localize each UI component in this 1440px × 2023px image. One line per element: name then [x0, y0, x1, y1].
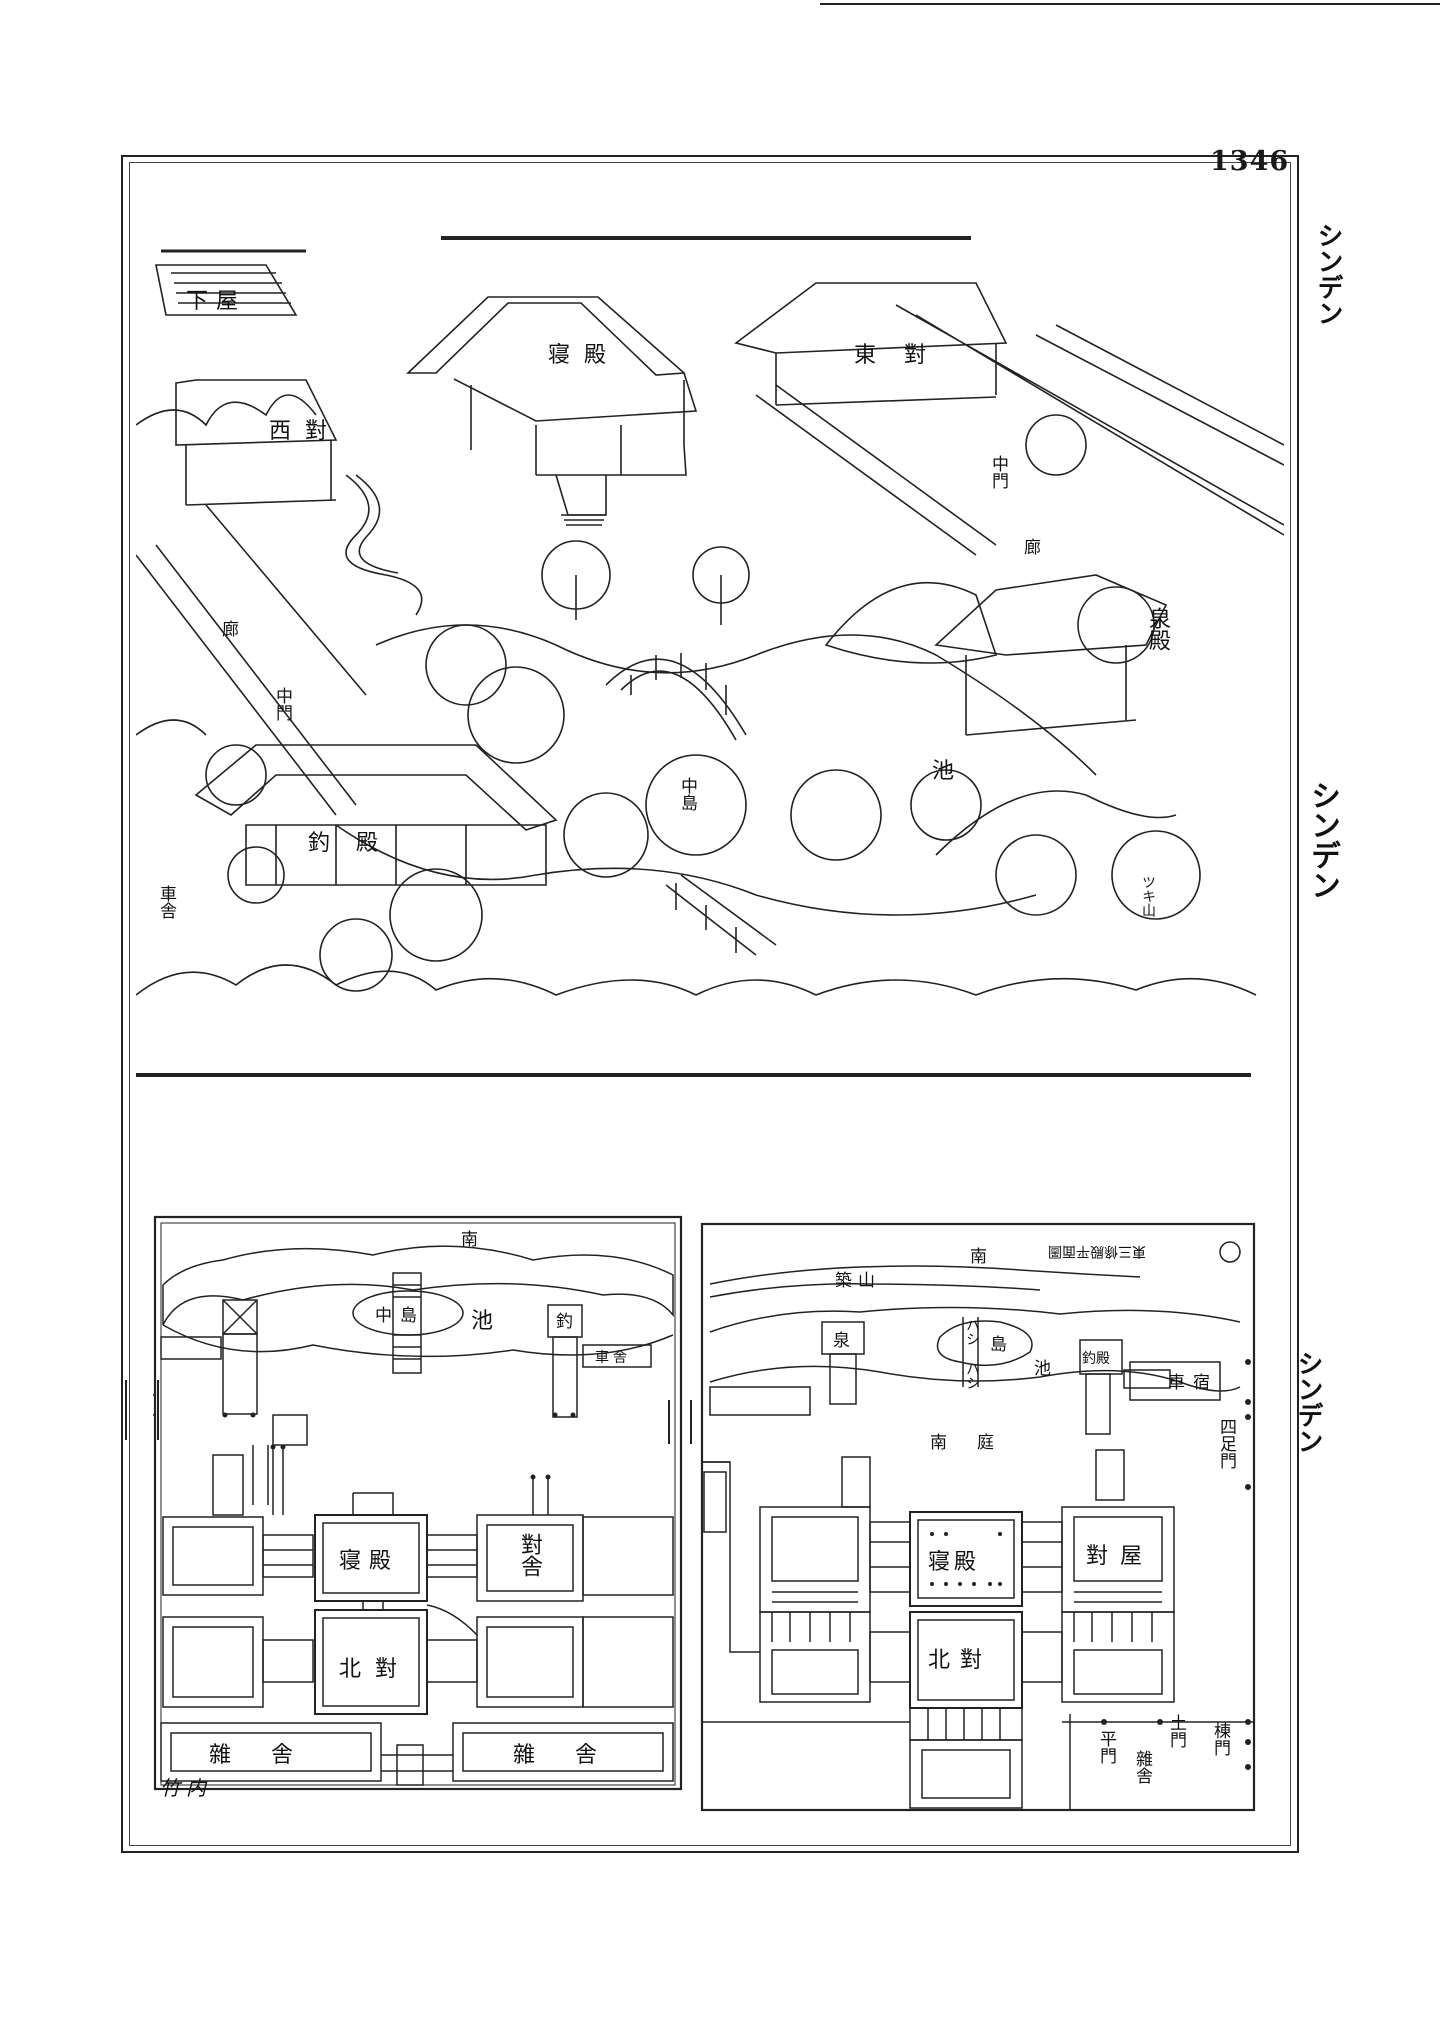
label-nakajima: 中島 — [677, 777, 697, 811]
side-heading-middle: シンデン — [1305, 780, 1340, 900]
right-plan-munamon: 棟門 — [1210, 1722, 1230, 1756]
label-tsuridono: 釣殿 — [308, 831, 405, 856]
label-ro-west: 廊 — [218, 620, 238, 637]
right-plan-tsuridono: 釣殿 — [1082, 1351, 1110, 1367]
right-plan-hiramon: 平門 — [1096, 1730, 1116, 1764]
right-plan-kitanotai: 北對 — [928, 1648, 993, 1673]
right-plan-title-note: 東三條殿平面圖 — [1048, 1243, 1146, 1259]
left-plan-nakajima: 中島 — [375, 1306, 425, 1326]
right-plan-kurumayado: 車宿 — [1168, 1373, 1218, 1393]
label-shimoya: 下屋 — [186, 289, 247, 314]
right-plan-shima: 島 — [990, 1335, 1007, 1355]
label-chumon-west: 中門 — [272, 687, 292, 721]
label-tsukiyama: ツキ山 — [1140, 875, 1156, 917]
label-higashi-tai: 東對 — [854, 343, 955, 368]
right-plan-zousha: 雜舎 — [1132, 1750, 1152, 1784]
right-plan-hashi-1: ハシ — [964, 1318, 980, 1346]
shinden-garden-illustration: 下屋 寝殿 東對 西對 中門 廊 泉殿 廊 中門 池 中島 釣殿 ツキ山 車舎 — [136, 175, 1284, 1083]
label-nishi-tai: 西對 — [269, 419, 342, 444]
left-plan-shinden: 寝殿 — [339, 1549, 400, 1574]
floor-plan-left-drawing — [153, 1215, 683, 1791]
right-plan-tsukiyama: 築山 — [835, 1271, 881, 1291]
signature: 竹内 — [160, 1776, 212, 1800]
right-plan-izumi: 泉 — [833, 1331, 850, 1351]
right-plan-hashi-2: ハシ — [964, 1362, 980, 1390]
page-inner-frame — [129, 162, 1291, 1846]
floor-plan-right-drawing — [700, 1222, 1256, 1812]
floor-plan-left: 南 中島 池 釣 車舎 寝殿 對舎 北對 雜舎 雜舎 — [153, 1215, 683, 1795]
label-chumon-east: 中門 — [988, 455, 1008, 489]
side-heading-bottom: シンデン — [1293, 1350, 1323, 1454]
right-plan-taiya: 對屋 — [1086, 1544, 1155, 1569]
top-scan-line — [820, 3, 1440, 5]
page-outer-frame — [121, 155, 1299, 1853]
right-plan-nantei: 南庭 — [930, 1433, 1024, 1453]
page-number: 1346 — [1210, 146, 1290, 177]
right-plan-tsuchimon: 土門 — [1166, 1714, 1186, 1748]
left-plan-taisha: 對舎 — [517, 1533, 542, 1577]
label-ro-east: 廊 — [1024, 538, 1041, 558]
right-plan-ike: 池 — [1034, 1359, 1051, 1379]
left-plan-kitanotai: 北對 — [339, 1657, 412, 1682]
label-kurumayado: 車舎 — [156, 885, 176, 919]
right-plan-yotsuashimon: 四足門 — [1216, 1418, 1236, 1469]
left-plan-ike: 池 — [471, 1309, 494, 1334]
left-plan-tsuri: 釣 — [556, 1312, 573, 1332]
side-heading-top: シンデン — [1313, 222, 1343, 326]
left-plan-zousha-right: 雜舎 — [513, 1743, 638, 1768]
left-plan-west-gate — [125, 1380, 159, 1440]
label-shinden: 寝殿 — [548, 343, 621, 368]
label-izumidono: 泉殿 — [1145, 607, 1170, 651]
left-plan-zousha-left: 雜舎 — [209, 1743, 334, 1768]
label-ike: 池 — [932, 759, 955, 784]
left-plan-minami: 南 — [461, 1230, 478, 1250]
floor-plan-right: 南 東三條殿平面圖 築山 ハシ 島 ハシ 池 泉 釣殿 車宿 南庭 四足門 寝殿… — [700, 1222, 1260, 1814]
left-plan-east-gate — [668, 1400, 692, 1444]
right-plan-minami: 南 — [970, 1247, 987, 1267]
left-plan-shaya: 車舎 — [595, 1350, 631, 1366]
right-plan-shinden: 寝殿 — [928, 1550, 981, 1575]
illustration-drawing — [136, 236, 1284, 1077]
